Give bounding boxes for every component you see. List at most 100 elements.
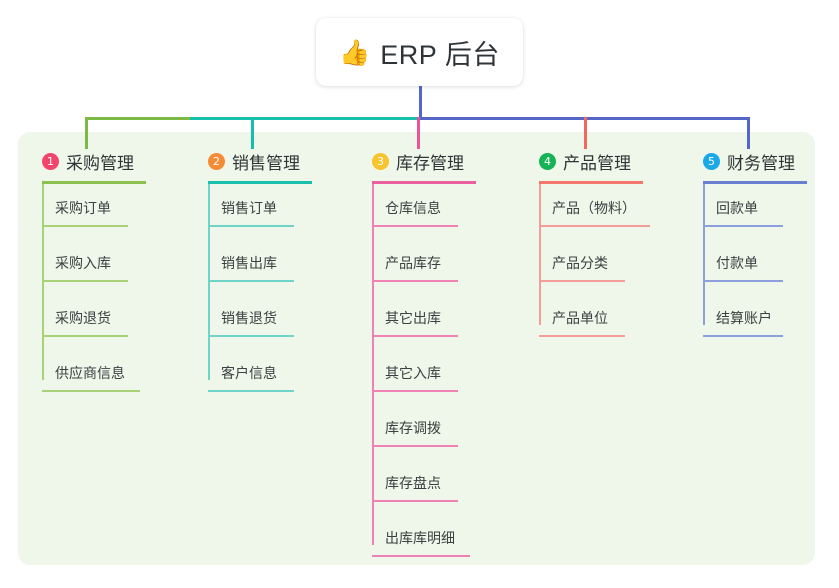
leaf-item[interactable]: 销售退货 <box>208 294 312 349</box>
branch-column-2: 2 销售管理销售订单销售出库销售退货客户信息 <box>208 148 312 404</box>
leaf-item[interactable]: 采购退货 <box>42 294 146 349</box>
leaf-item-rule <box>703 280 783 282</box>
branch-header-rule <box>372 181 476 184</box>
leaf-item-rule <box>372 335 458 337</box>
leaf-item[interactable]: 库存盘点 <box>372 459 476 514</box>
leaf-item[interactable]: 其它出库 <box>372 294 476 349</box>
branch-title: 财务管理 <box>727 153 795 173</box>
leaf-item-rule <box>208 225 294 227</box>
leaf-item[interactable]: 产品库存 <box>372 239 476 294</box>
stub-sales <box>251 117 254 149</box>
branch-title: 库存管理 <box>396 153 464 173</box>
leaf-item-label: 结算账户 <box>716 310 772 326</box>
branch-item-list: 回款单付款单结算账户 <box>703 184 807 349</box>
content-panel <box>18 132 815 565</box>
leaf-item-label: 产品（物料） <box>552 200 636 216</box>
leaf-item-rule <box>208 280 294 282</box>
leaf-item[interactable]: 供应商信息 <box>42 349 146 404</box>
stub-inventory <box>417 117 420 149</box>
stub-finance <box>747 117 750 149</box>
leaf-item[interactable]: 产品单位 <box>539 294 643 349</box>
branch-column-5: 5 财务管理回款单付款单结算账户 <box>703 148 807 349</box>
leaf-item-rule <box>372 225 458 227</box>
branch-title: 采购管理 <box>66 153 134 173</box>
root-stem-connector <box>419 86 422 120</box>
leaf-item-rule <box>703 335 783 337</box>
leaf-item-rule <box>372 500 458 502</box>
branch-item-list: 销售订单销售出库销售退货客户信息 <box>208 184 312 404</box>
stub-purchase <box>85 117 88 149</box>
leaf-item-label: 其它出库 <box>385 310 441 326</box>
leaf-item-label: 库存盘点 <box>385 475 441 491</box>
leaf-item-rule <box>42 335 128 337</box>
root-node-title: ERP 后台 <box>380 39 500 70</box>
leaf-item[interactable]: 结算账户 <box>703 294 807 349</box>
leaf-item[interactable]: 回款单 <box>703 184 807 239</box>
branch-title: 产品管理 <box>563 153 631 173</box>
branch-number-badge: 5 <box>703 152 720 170</box>
leaf-item[interactable]: 销售订单 <box>208 184 312 239</box>
leaf-item-label: 供应商信息 <box>55 365 125 381</box>
leaf-item-rule <box>372 445 458 447</box>
segment-green <box>85 117 191 120</box>
leaf-item-label: 产品分类 <box>552 255 608 271</box>
leaf-item-label: 付款单 <box>716 255 758 271</box>
branch-spine <box>539 184 541 325</box>
branch-header-3[interactable]: 3 库存管理 <box>372 148 476 174</box>
root-node-erp-backend[interactable]: 👍 ERP 后台 <box>316 18 523 86</box>
branch-number-badge: 3 <box>372 152 389 170</box>
branch-item-list: 仓库信息产品库存其它出库其它入库库存调拨库存盘点出库库明细 <box>372 184 476 569</box>
leaf-item[interactable]: 采购订单 <box>42 184 146 239</box>
leaf-item-label: 采购订单 <box>55 200 111 216</box>
leaf-item-label: 采购退货 <box>55 310 111 326</box>
leaf-item[interactable]: 库存调拨 <box>372 404 476 459</box>
leaf-item[interactable]: 客户信息 <box>208 349 312 404</box>
leaf-item-label: 销售出库 <box>221 255 277 271</box>
segment-blue <box>417 117 750 120</box>
branch-header-2[interactable]: 2 销售管理 <box>208 148 312 174</box>
leaf-item-label: 回款单 <box>716 200 758 216</box>
leaf-item-rule <box>208 335 294 337</box>
leaf-item[interactable]: 付款单 <box>703 239 807 294</box>
leaf-item-rule <box>42 280 128 282</box>
leaf-item-rule <box>539 335 625 337</box>
leaf-item-rule <box>372 280 458 282</box>
branch-number-badge: 2 <box>208 152 225 170</box>
leaf-item-rule <box>208 390 294 392</box>
leaf-item[interactable]: 仓库信息 <box>372 184 476 239</box>
branch-header-rule <box>703 181 807 184</box>
leaf-item[interactable]: 销售出库 <box>208 239 312 294</box>
branch-column-1: 1 采购管理采购订单采购入库采购退货供应商信息 <box>42 148 146 404</box>
branch-header-1[interactable]: 1 采购管理 <box>42 148 146 174</box>
leaf-item-label: 销售订单 <box>221 200 277 216</box>
leaf-item[interactable]: 其它入库 <box>372 349 476 404</box>
leaf-item-rule <box>539 280 625 282</box>
leaf-item[interactable]: 采购入库 <box>42 239 146 294</box>
leaf-item-label: 产品库存 <box>385 255 441 271</box>
leaf-item-label: 其它入库 <box>385 365 441 381</box>
leaf-item-label: 库存调拨 <box>385 420 441 436</box>
branch-header-5[interactable]: 5 财务管理 <box>703 148 807 174</box>
branch-spine <box>42 184 44 380</box>
stub-product <box>584 117 587 149</box>
branch-header-rule <box>539 181 643 184</box>
leaf-item-label: 出库库明细 <box>385 530 455 546</box>
leaf-item[interactable]: 出库库明细 <box>372 514 476 569</box>
leaf-item-label: 客户信息 <box>221 365 277 381</box>
branch-header-rule <box>42 181 146 184</box>
leaf-item-rule <box>372 390 458 392</box>
branch-number-badge: 1 <box>42 152 59 170</box>
branch-column-3: 3 库存管理仓库信息产品库存其它出库其它入库库存调拨库存盘点出库库明细 <box>372 148 476 569</box>
leaf-item[interactable]: 产品（物料） <box>539 184 650 239</box>
leaf-item-rule <box>703 225 783 227</box>
leaf-item-rule <box>372 555 470 557</box>
thumbs-up-icon: 👍 <box>339 38 371 67</box>
segment-teal <box>190 117 418 120</box>
branch-title: 销售管理 <box>232 153 300 173</box>
branch-spine <box>703 184 705 325</box>
leaf-item[interactable]: 产品分类 <box>539 239 643 294</box>
